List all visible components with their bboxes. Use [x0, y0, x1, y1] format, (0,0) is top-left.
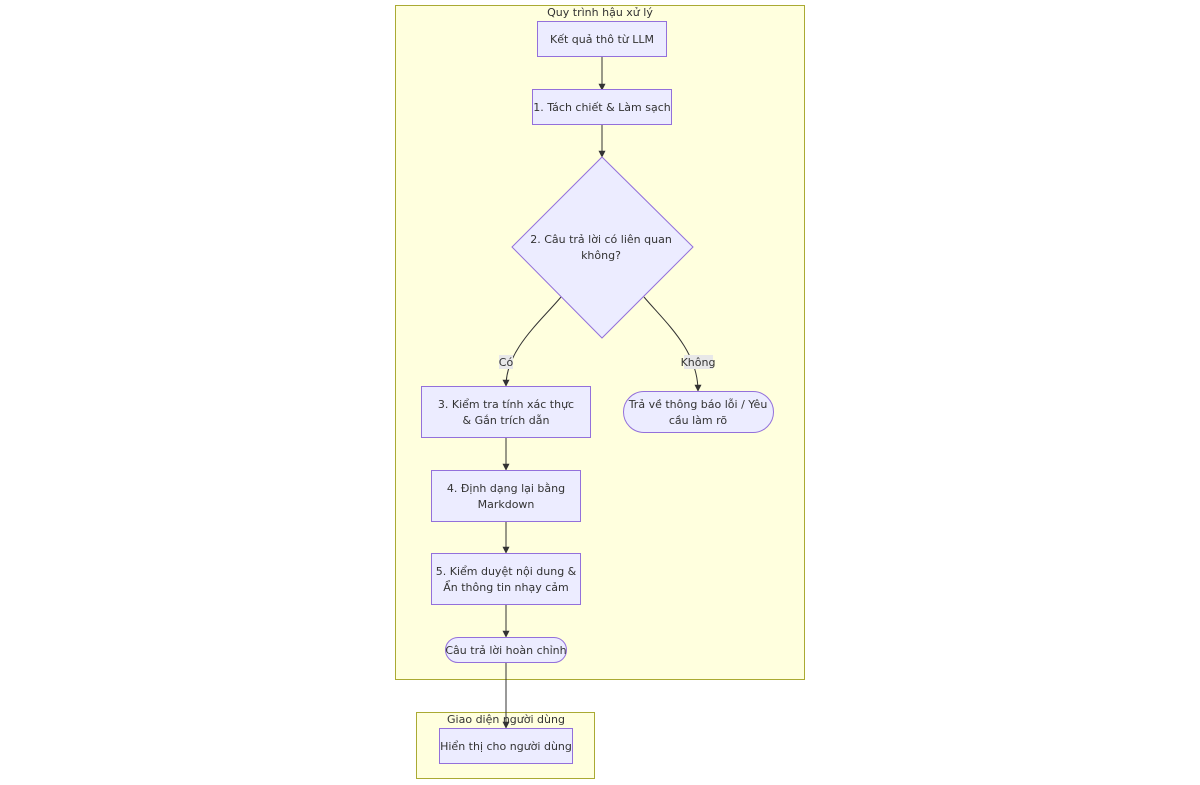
svg-text:1. Tách chiết & Làm sạch: 1. Tách chiết & Làm sạch: [533, 101, 670, 114]
node-verify-cite: 3. Kiểm tra tính xác thực & Gắn trích dẫ…: [421, 386, 591, 438]
svg-text:Kết quả thô từ LLM: Kết quả thô từ LLM: [550, 33, 654, 46]
svg-text:4. Định dạng lại bằng: 4. Định dạng lại bằng: [447, 482, 565, 495]
node-final-answer: Câu trả lời hoàn chỉnh: [445, 637, 567, 663]
svg-text:Ẩn thông tin nhạy cảm: Ẩn thông tin nhạy cảm: [443, 580, 569, 594]
edge-label-yes-text: Có: [499, 356, 514, 369]
svg-text:Trả về thông báo lỗi / Yêu: Trả về thông báo lỗi / Yêu: [628, 398, 768, 411]
node-error-clarify: Trả về thông báo lỗi / Yêu cầu làm rõ: [623, 391, 774, 433]
edge-relevance-to-error: [643, 296, 702, 392]
svg-text:3. Kiểm tra tính xác thực: 3. Kiểm tra tính xác thực: [438, 398, 574, 411]
edge-label-no-text: Không: [681, 356, 716, 369]
node-relevance-decision: 2. Câu trả lời có liên quan không?: [511, 156, 694, 339]
svg-text:Hiển thị cho người dùng: Hiển thị cho người dùng: [440, 740, 572, 753]
svg-text:5. Kiểm duyệt nội dung &: 5. Kiểm duyệt nội dung &: [436, 565, 577, 578]
node-extract-clean: 1. Tách chiết & Làm sạch: [532, 89, 672, 125]
node-moderate-content: 5. Kiểm duyệt nội dung & Ẩn thông tin nh…: [431, 553, 581, 605]
node-raw-llm-result: Kết quả thô từ LLM: [537, 21, 667, 57]
edge-label-no: Không: [681, 355, 716, 369]
edge-relevance-to-verify: [502, 296, 562, 387]
cluster-post-processing-title: Quy trình hậu xử lý: [547, 6, 653, 19]
node-display-to-user: Hiển thị cho người dùng: [439, 728, 573, 764]
edges: [502, 56, 702, 729]
svg-text:& Gắn trích dẫn: & Gắn trích dẫn: [463, 414, 550, 427]
svg-text:Markdown: Markdown: [478, 498, 535, 511]
node-reformat-markdown: 4. Định dạng lại bằng Markdown: [431, 470, 581, 522]
svg-text:cầu làm rõ: cầu làm rõ: [669, 414, 728, 427]
edge-label-yes: Có: [499, 355, 514, 369]
svg-text:Câu trả lời hoàn chỉnh: Câu trả lời hoàn chỉnh: [445, 644, 566, 657]
svg-text:2. Câu trả lời có liên quan: 2. Câu trả lời có liên quan: [530, 233, 672, 246]
svg-text:không?: không?: [581, 249, 621, 262]
